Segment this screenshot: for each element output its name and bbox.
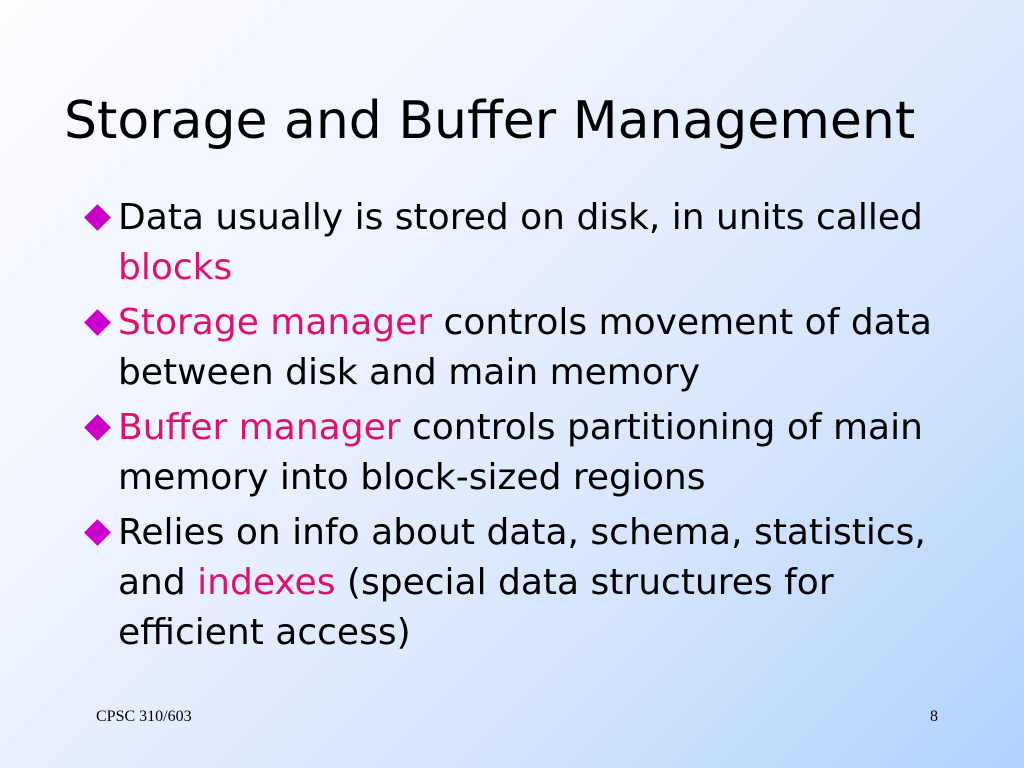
diamond-bullet-icon	[82, 193, 118, 243]
bullet-text: controls partitioning of main memory int…	[118, 407, 923, 498]
bullet-item: Data usually is stored on disk, in units…	[82, 193, 962, 293]
bullet-item: Buffer manager controls partitioning of …	[82, 403, 962, 503]
highlighted-term: Buffer manager	[118, 407, 401, 448]
bullet-item: Relies on info about data, schema, stati…	[82, 508, 962, 658]
bullet-list: Data usually is stored on disk, in units…	[82, 193, 962, 663]
diamond-bullet-icon	[82, 298, 118, 348]
highlighted-term: blocks	[118, 247, 233, 288]
slide-title: Storage and Buffer Management	[64, 91, 916, 151]
bullet-text: Relies on info about data, schema, stati…	[118, 512, 926, 603]
highlighted-term: indexes	[197, 562, 336, 603]
bullet-text: controls movement of data between disk a…	[118, 302, 932, 393]
diamond-bullet-icon	[82, 403, 118, 453]
bullet-text: Data usually is stored on disk, in units…	[118, 197, 923, 238]
highlighted-term: Storage manager	[118, 302, 433, 343]
footer-course: CPSC 310/603	[96, 708, 192, 725]
footer-page-number: 8	[930, 708, 938, 725]
bullet-text: (special data structures for efficient a…	[118, 562, 834, 653]
bullet-item: Storage manager controls movement of dat…	[82, 298, 962, 398]
diamond-bullet-icon	[82, 508, 118, 558]
